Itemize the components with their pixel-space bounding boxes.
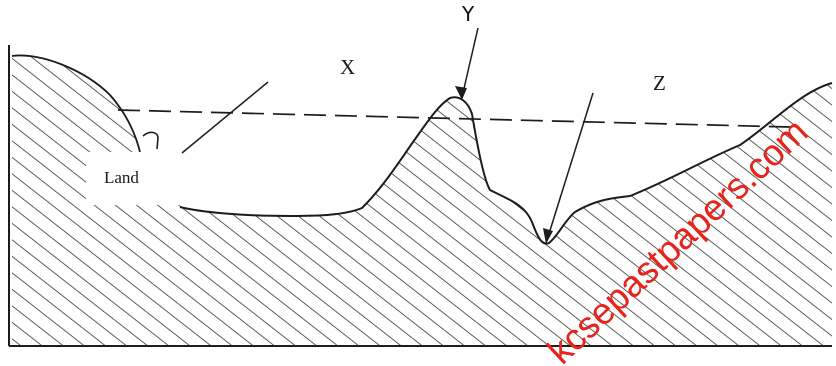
label-land: Land <box>104 168 139 187</box>
land-hill-outline <box>11 54 141 153</box>
label-x: X <box>340 55 355 79</box>
hatched-sea-floor <box>12 83 832 346</box>
y-arrow-head <box>455 86 467 100</box>
label-y: Y <box>461 2 475 26</box>
sea-floor-profile-line <box>179 82 833 245</box>
y-arrow-shaft <box>461 27 479 98</box>
land-label-box <box>86 152 184 205</box>
z-arrow-head <box>543 228 553 244</box>
label-z: Z <box>653 71 666 95</box>
z-arrow-shaft <box>546 92 594 241</box>
cliff-notch-mark <box>142 131 159 150</box>
x-pointer-line <box>181 81 269 154</box>
